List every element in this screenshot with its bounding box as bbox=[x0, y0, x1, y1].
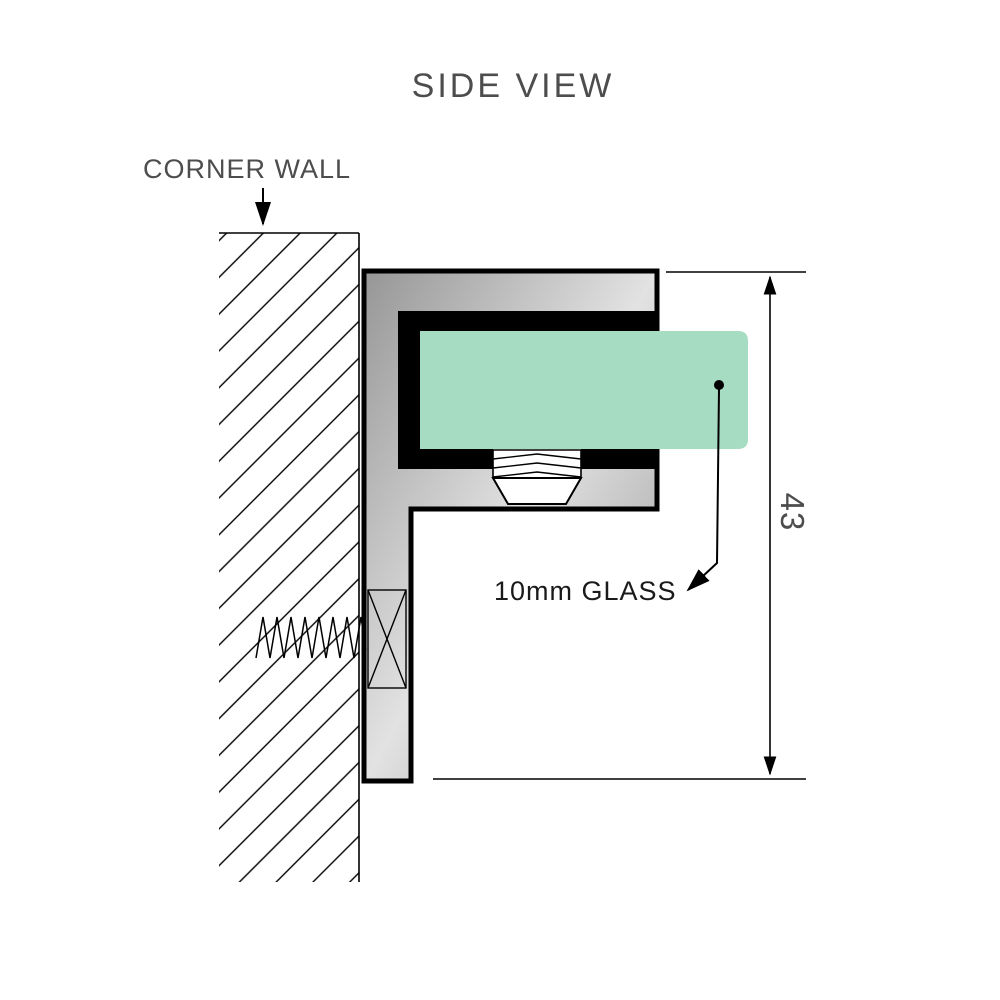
glass-label: 10mm GLASS bbox=[494, 576, 677, 606]
dimension-label: 43 bbox=[774, 493, 811, 532]
grub-screw-thread-line-2 bbox=[492, 462, 582, 469]
grub-screw-tip bbox=[491, 477, 583, 505]
screw-head-outline bbox=[367, 589, 407, 689]
glass-leader-dot bbox=[714, 380, 724, 390]
screw-head bbox=[367, 589, 407, 689]
wall-hatching bbox=[219, 233, 359, 882]
bracket-channel-lining bbox=[398, 311, 657, 469]
screw-thread bbox=[255, 616, 367, 659]
diagram-title: SIDE VIEW bbox=[412, 67, 615, 105]
corner-wall-label: CORNER WALL bbox=[143, 154, 351, 184]
grub-screw-thread-line-1 bbox=[492, 453, 582, 460]
grub-screw bbox=[491, 449, 583, 505]
grub-screw-thread-line-3 bbox=[492, 471, 582, 478]
glass-panel bbox=[420, 331, 748, 449]
glass-leader-arrow bbox=[686, 388, 720, 592]
screw-head-cross-line-2 bbox=[367, 589, 407, 689]
